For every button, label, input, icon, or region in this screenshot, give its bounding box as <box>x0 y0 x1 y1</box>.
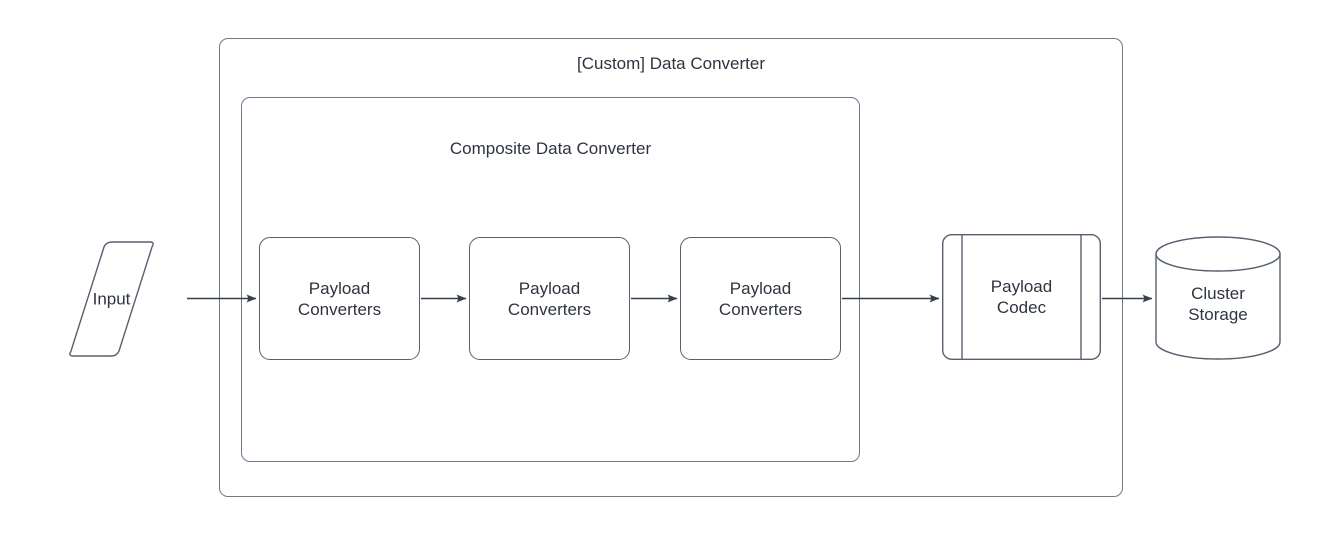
node-payload-converters-3[interactable]: Payload Converters <box>680 237 841 360</box>
node-payload-codec[interactable]: Payload Codec <box>941 233 1102 360</box>
container-custom-data-converter-label: [Custom] Data Converter <box>576 54 765 73</box>
parallelogram-shape-icon <box>69 241 154 357</box>
process-shape-icon <box>941 233 1102 360</box>
node-input[interactable]: Input <box>34 236 189 362</box>
node-payload-converters-1-label: Payload Converters <box>297 278 382 319</box>
node-payload-converters-2-label: Payload Converters <box>507 278 592 319</box>
node-payload-converters-1[interactable]: Payload Converters <box>259 237 420 360</box>
node-payload-converters-3-label: Payload Converters <box>718 278 803 319</box>
container-composite-data-converter-label: Composite Data Converter <box>449 139 652 158</box>
node-payload-converters-2[interactable]: Payload Converters <box>469 237 630 360</box>
cylinder-shape-icon <box>1155 236 1281 360</box>
node-cluster-storage[interactable]: Cluster Storage <box>1155 236 1281 360</box>
